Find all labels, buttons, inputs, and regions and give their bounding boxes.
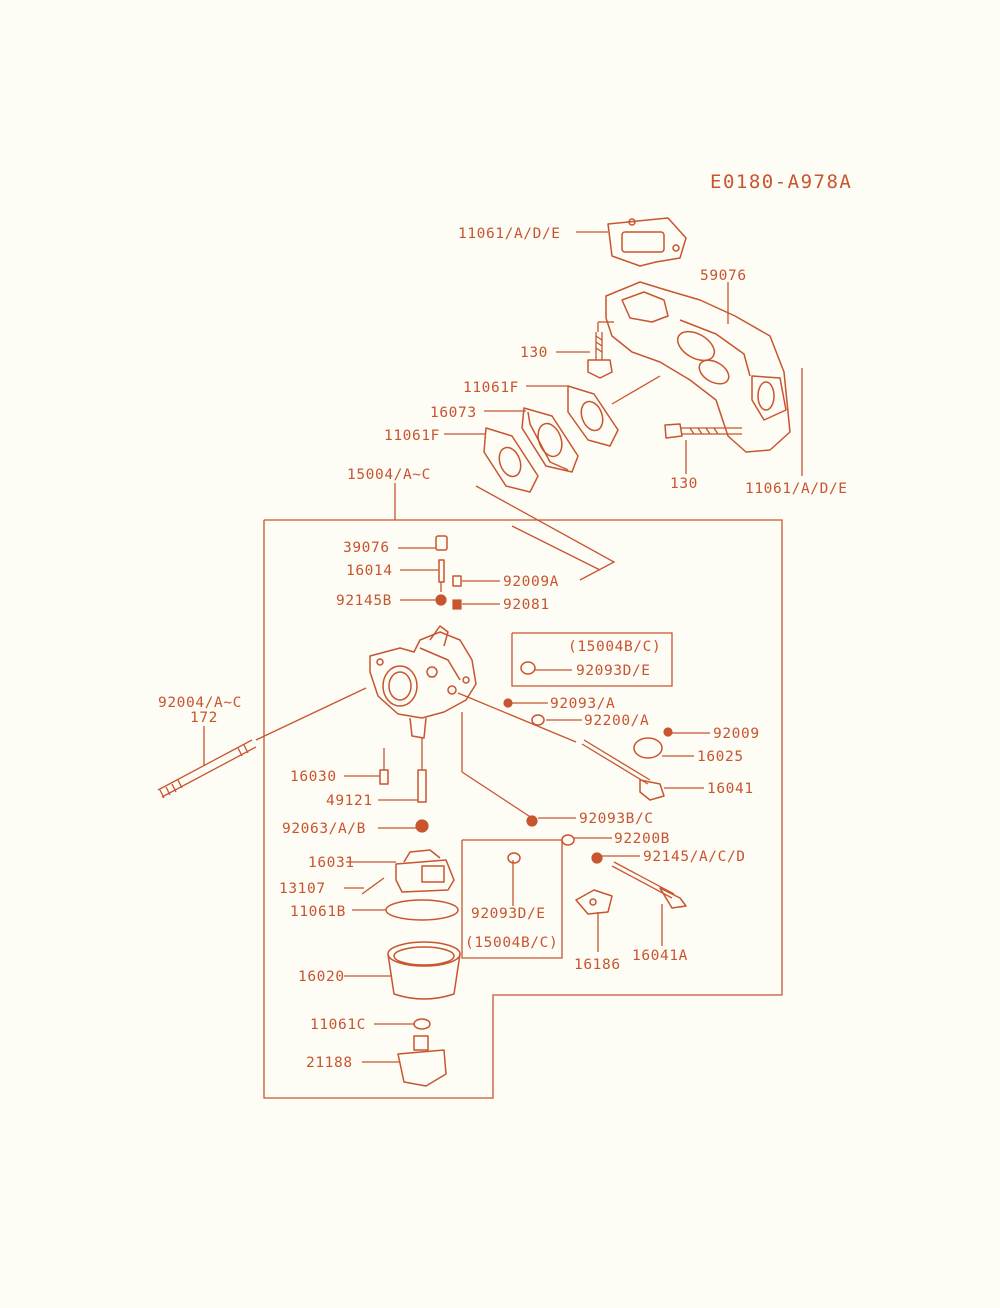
oring-92200a [531,714,545,726]
washer-11061c [413,1018,431,1030]
label-16025: 16025 [697,749,744,765]
label-16186: 16186 [574,957,621,973]
label-15004bc-upper: (15004B/C) [568,639,661,655]
gasket-11061b [385,899,459,921]
oring-92145 [591,852,603,864]
float-bowl-16020 [387,941,461,1000]
label-11061f-upper: 11061F [463,380,519,396]
label-15004: 15004/A~C [347,467,431,483]
label-11061b: 11061B [290,904,346,920]
label-92093de-upper: 92093D/E [576,663,651,679]
label-130-upper: 130 [520,345,548,361]
washer-92063 [415,819,429,833]
label-16041: 16041 [707,781,754,797]
subkit-box-lower [461,839,563,959]
screw-16030 [379,769,389,785]
label-92081: 92081 [503,597,550,613]
label-59076: 59076 [700,268,747,284]
label-16020: 16020 [298,969,345,985]
throttle-shaft-16041 [581,739,665,801]
label-92004: 92004/A~C [158,695,242,711]
label-21188: 21188 [306,1055,353,1071]
choke-shaft-16041a [611,861,687,909]
screw-92093de-lower [507,852,521,864]
label-92145b: 92145B [336,593,392,609]
carburetor-assembly-outline [263,519,783,1099]
insulator-16073 [521,407,579,473]
choke-valve-16186 [575,889,613,915]
label-11061c: 11061C [310,1017,366,1033]
label-130-lower: 130 [670,476,698,492]
label-92093bc: 92093B/C [579,811,654,827]
label-16031: 16031 [308,855,355,871]
label-11061ade-top: 11061/A/D/E [458,226,561,242]
label-11061ade-right: 11061/A/D/E [745,481,848,497]
diagram-code: E0180-A978A [710,171,852,193]
label-92093a: 92093/A [550,696,615,712]
label-172: 172 [190,710,218,726]
oring-92200b [561,834,575,846]
label-16041a: 16041A [632,948,688,964]
label-92200a: 92200/A [584,713,649,729]
label-92063: 92063/A/B [282,821,366,837]
label-16073: 16073 [430,405,477,421]
oring-92145b [435,594,447,606]
bolt-130-lower [664,423,742,439]
label-92009: 92009 [713,726,760,742]
pin-13107 [361,877,385,895]
screw-92093de-upper [520,661,536,675]
throttle-valve-16025 [633,737,663,759]
label-92145acd: 92145/A/C/D [643,849,746,865]
float-16031 [395,849,455,893]
label-16014: 16014 [346,563,393,579]
stud-axis-line [255,687,367,741]
needle-39076 [435,535,448,551]
throttle-axis-line [457,692,577,743]
subkit-box-upper [511,632,673,687]
gasket-11061f-lower [483,427,539,493]
bolt-130-upper [587,332,613,379]
plug-92081 [452,599,462,610]
jet-92009a [452,575,462,587]
label-49121: 49121 [326,793,373,809]
stud-92004 [157,739,257,799]
screw-92093 [503,698,513,708]
intake-manifold [605,281,791,453]
needle-16014 [438,559,445,592]
screw-92093bc [526,815,538,827]
label-92200b: 92200B [614,831,670,847]
jet-49121 [417,769,427,803]
label-39076: 39076 [343,540,390,556]
solenoid-21188 [397,1035,447,1087]
gasket-11061f-upper [567,385,619,447]
label-15004bc-lower: (15004B/C) [465,935,558,951]
label-92009a: 92009A [503,574,559,590]
screw-92009 [663,727,673,737]
choke-axis-line [461,771,533,819]
leader-lines [203,231,803,1063]
label-16030: 16030 [290,769,337,785]
manifold-gasket-top [607,217,687,267]
label-92093de-lower: 92093D/E [471,906,546,922]
carburetor-body [369,625,477,739]
label-11061f-lower: 11061F [384,428,440,444]
label-13107: 13107 [279,881,326,897]
